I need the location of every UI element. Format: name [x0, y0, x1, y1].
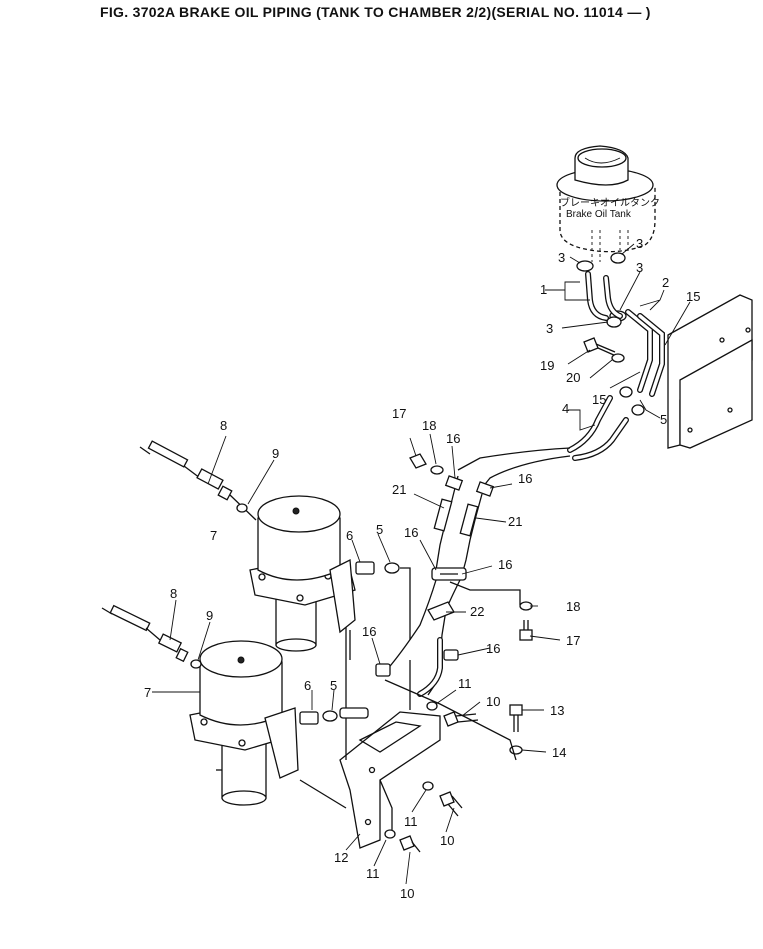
clamp-16-mid [427, 567, 521, 621]
callout-3d: 3 [546, 321, 553, 336]
leader-bracket [384, 679, 517, 761]
callout-22: 22 [470, 604, 484, 619]
callout-16c: 16 [404, 525, 418, 540]
bolt-10-mid [422, 781, 463, 817]
callout-7a: 7 [210, 528, 217, 543]
figure-title: FIG. 3702A BRAKE OIL PIPING (TANK TO CHA… [100, 4, 651, 20]
brake-lines [384, 447, 571, 696]
callout-18a: 18 [422, 418, 436, 433]
fittings-21 [433, 475, 495, 537]
callout-11a: 11 [458, 676, 472, 691]
callout-3b: 3 [636, 236, 643, 251]
leader-lines [152, 243, 691, 885]
callout-4: 4 [562, 401, 569, 416]
callout-8a: 8 [220, 418, 227, 433]
callout-11b: 11 [404, 814, 418, 829]
callout-1: 1 [540, 282, 547, 297]
callout-10c: 10 [400, 886, 414, 901]
bolt-10-upper [426, 701, 479, 727]
callout-16d: 16 [498, 557, 512, 572]
callout-21b: 21 [508, 514, 522, 529]
pipes-2 [625, 309, 665, 397]
hose-lower-16 [375, 637, 459, 697]
callout-10a: 10 [486, 694, 500, 709]
callout-2: 2 [662, 275, 669, 290]
callout-17b: 17 [566, 633, 580, 648]
callout-9a: 9 [272, 446, 279, 461]
callout-3c: 3 [636, 260, 643, 275]
callout-16f: 16 [486, 641, 500, 656]
fittings-upper [355, 561, 411, 640]
bolt-17-right [519, 601, 533, 641]
bolt-10-low [384, 829, 421, 853]
callout-5b: 5 [376, 522, 383, 537]
hoses-1 [585, 271, 623, 321]
callout-21a: 21 [392, 482, 406, 497]
callout-labels: 1 2 3 3 3 3 4 5 5 5 6 6 7 7 8 8 9 9 10 1… [144, 236, 700, 901]
fittings-lower [299, 707, 369, 725]
callout-14: 14 [552, 745, 566, 760]
callout-7b: 7 [144, 685, 151, 700]
brake-oil-tank: ブレーキオイルタンク Brake Oil Tank [556, 145, 660, 262]
callout-16e: 16 [362, 624, 376, 639]
tank-label-en: Brake Oil Tank [566, 209, 632, 220]
bracket-12 [339, 620, 441, 849]
callout-20: 20 [566, 370, 580, 385]
callout-16b: 16 [518, 471, 532, 486]
callout-15a: 15 [686, 289, 700, 304]
callout-18b: 18 [566, 599, 580, 614]
bolt-17-top [409, 453, 444, 475]
callout-19: 19 [540, 358, 554, 373]
bolt-19 [583, 337, 625, 363]
brake-chamber-upper [229, 494, 356, 652]
callout-8b: 8 [170, 586, 177, 601]
leader-chamber-lower [299, 779, 347, 809]
cable-8-lower [101, 604, 202, 669]
callout-3a: 3 [558, 250, 565, 265]
mounting-plate [667, 294, 753, 449]
callout-5a: 5 [660, 412, 667, 427]
callout-12: 12 [334, 850, 348, 865]
callout-5c: 5 [330, 678, 337, 693]
cable-8-upper [139, 440, 248, 513]
tank-label-jp: ブレーキオイルタンク [560, 196, 660, 209]
callout-17a: 17 [392, 406, 406, 421]
elbows-5-right [619, 386, 645, 416]
callout-13: 13 [550, 703, 564, 718]
callout-15b: 15 [592, 392, 606, 407]
callout-11c: 11 [366, 866, 380, 881]
callout-6b: 6 [304, 678, 311, 693]
brake-chamber-lower [189, 640, 299, 806]
callout-16a: 16 [446, 431, 460, 446]
callout-10b: 10 [440, 833, 454, 848]
hoses-4 [567, 395, 629, 461]
callout-6a: 6 [346, 528, 353, 543]
callout-9b: 9 [206, 608, 213, 623]
